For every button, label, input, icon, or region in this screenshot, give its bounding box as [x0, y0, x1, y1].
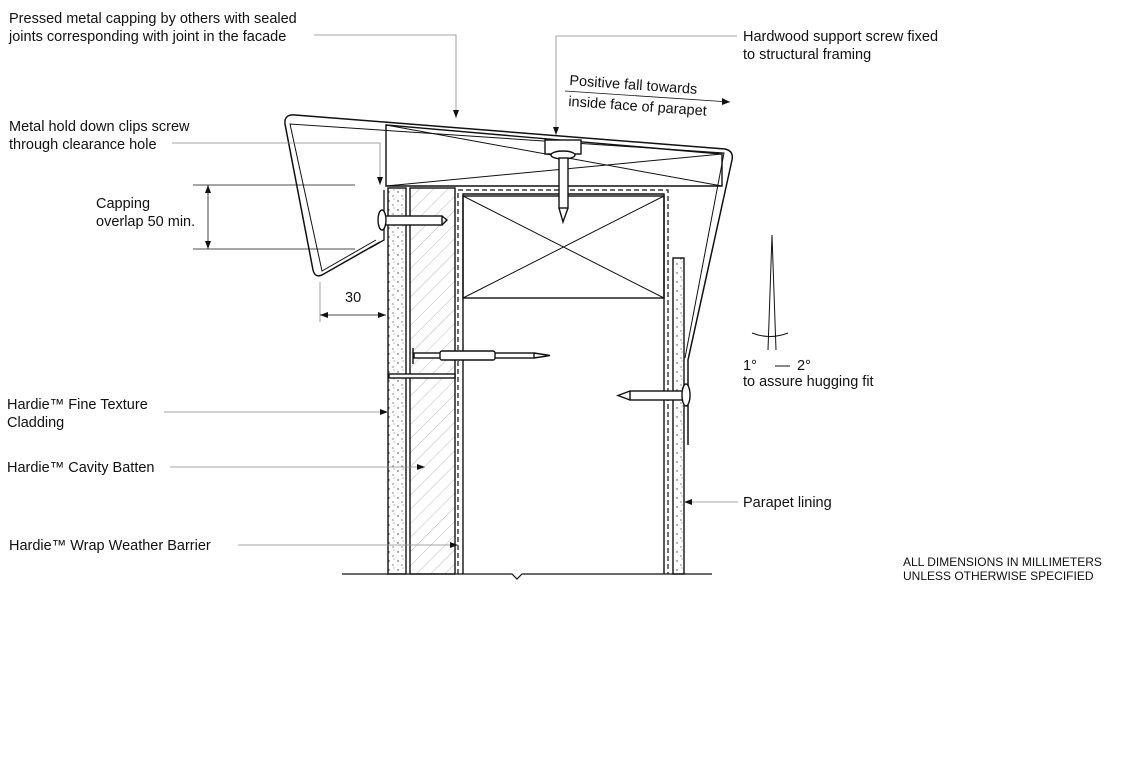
clips-label-line2: through clearance hole	[9, 137, 157, 153]
dimensions-note-line1: ALL DIMENSIONS IN MILLIMETERS	[903, 555, 1102, 569]
lining-screw	[616, 383, 691, 407]
cladding-board	[387, 187, 407, 575]
angle-indicator	[751, 234, 790, 367]
screw-label-line2: to structural framing	[743, 47, 872, 63]
angle-1: 1°	[743, 358, 757, 374]
ground-line	[342, 573, 712, 580]
hugging-label: to assure hugging fit	[743, 374, 874, 390]
clips-label-line1: Metal hold down clips screw	[9, 119, 190, 135]
dimension-30: 30	[345, 290, 362, 306]
capping-label-line1: Pressed metal capping by others with sea…	[9, 11, 297, 27]
hold-down-clip	[369, 190, 385, 249]
cavity-batten	[409, 187, 456, 575]
cladding-label-line1: Hardie™ Fine Texture	[7, 397, 148, 413]
clip-screw	[377, 209, 449, 231]
structural-frame	[462, 193, 665, 574]
screw-label-line1: Hardwood support screw fixed	[743, 29, 939, 45]
capping-label-line2: joints corresponding with joint in the f…	[9, 29, 287, 45]
metal-capping	[284, 114, 734, 445]
cladding-nail	[388, 373, 456, 379]
dimensions-note-line2: UNLESS OTHERWISE SPECIFIED	[903, 569, 1094, 583]
batten-nail	[412, 348, 551, 364]
cladding-label-line2: Cladding	[7, 415, 65, 431]
angle-2: 2°	[797, 358, 811, 374]
overlap-label-line1: Capping	[96, 196, 151, 212]
wrap-label: Hardie™ Wrap Weather Barrier	[9, 538, 211, 554]
parapet-lining	[672, 257, 685, 575]
overlap-label-line2: overlap 50 min.	[96, 214, 196, 230]
batten-label: Hardie™ Cavity Batten	[7, 460, 155, 476]
support-screw	[544, 139, 582, 225]
lining-label: Parapet lining	[743, 495, 832, 511]
